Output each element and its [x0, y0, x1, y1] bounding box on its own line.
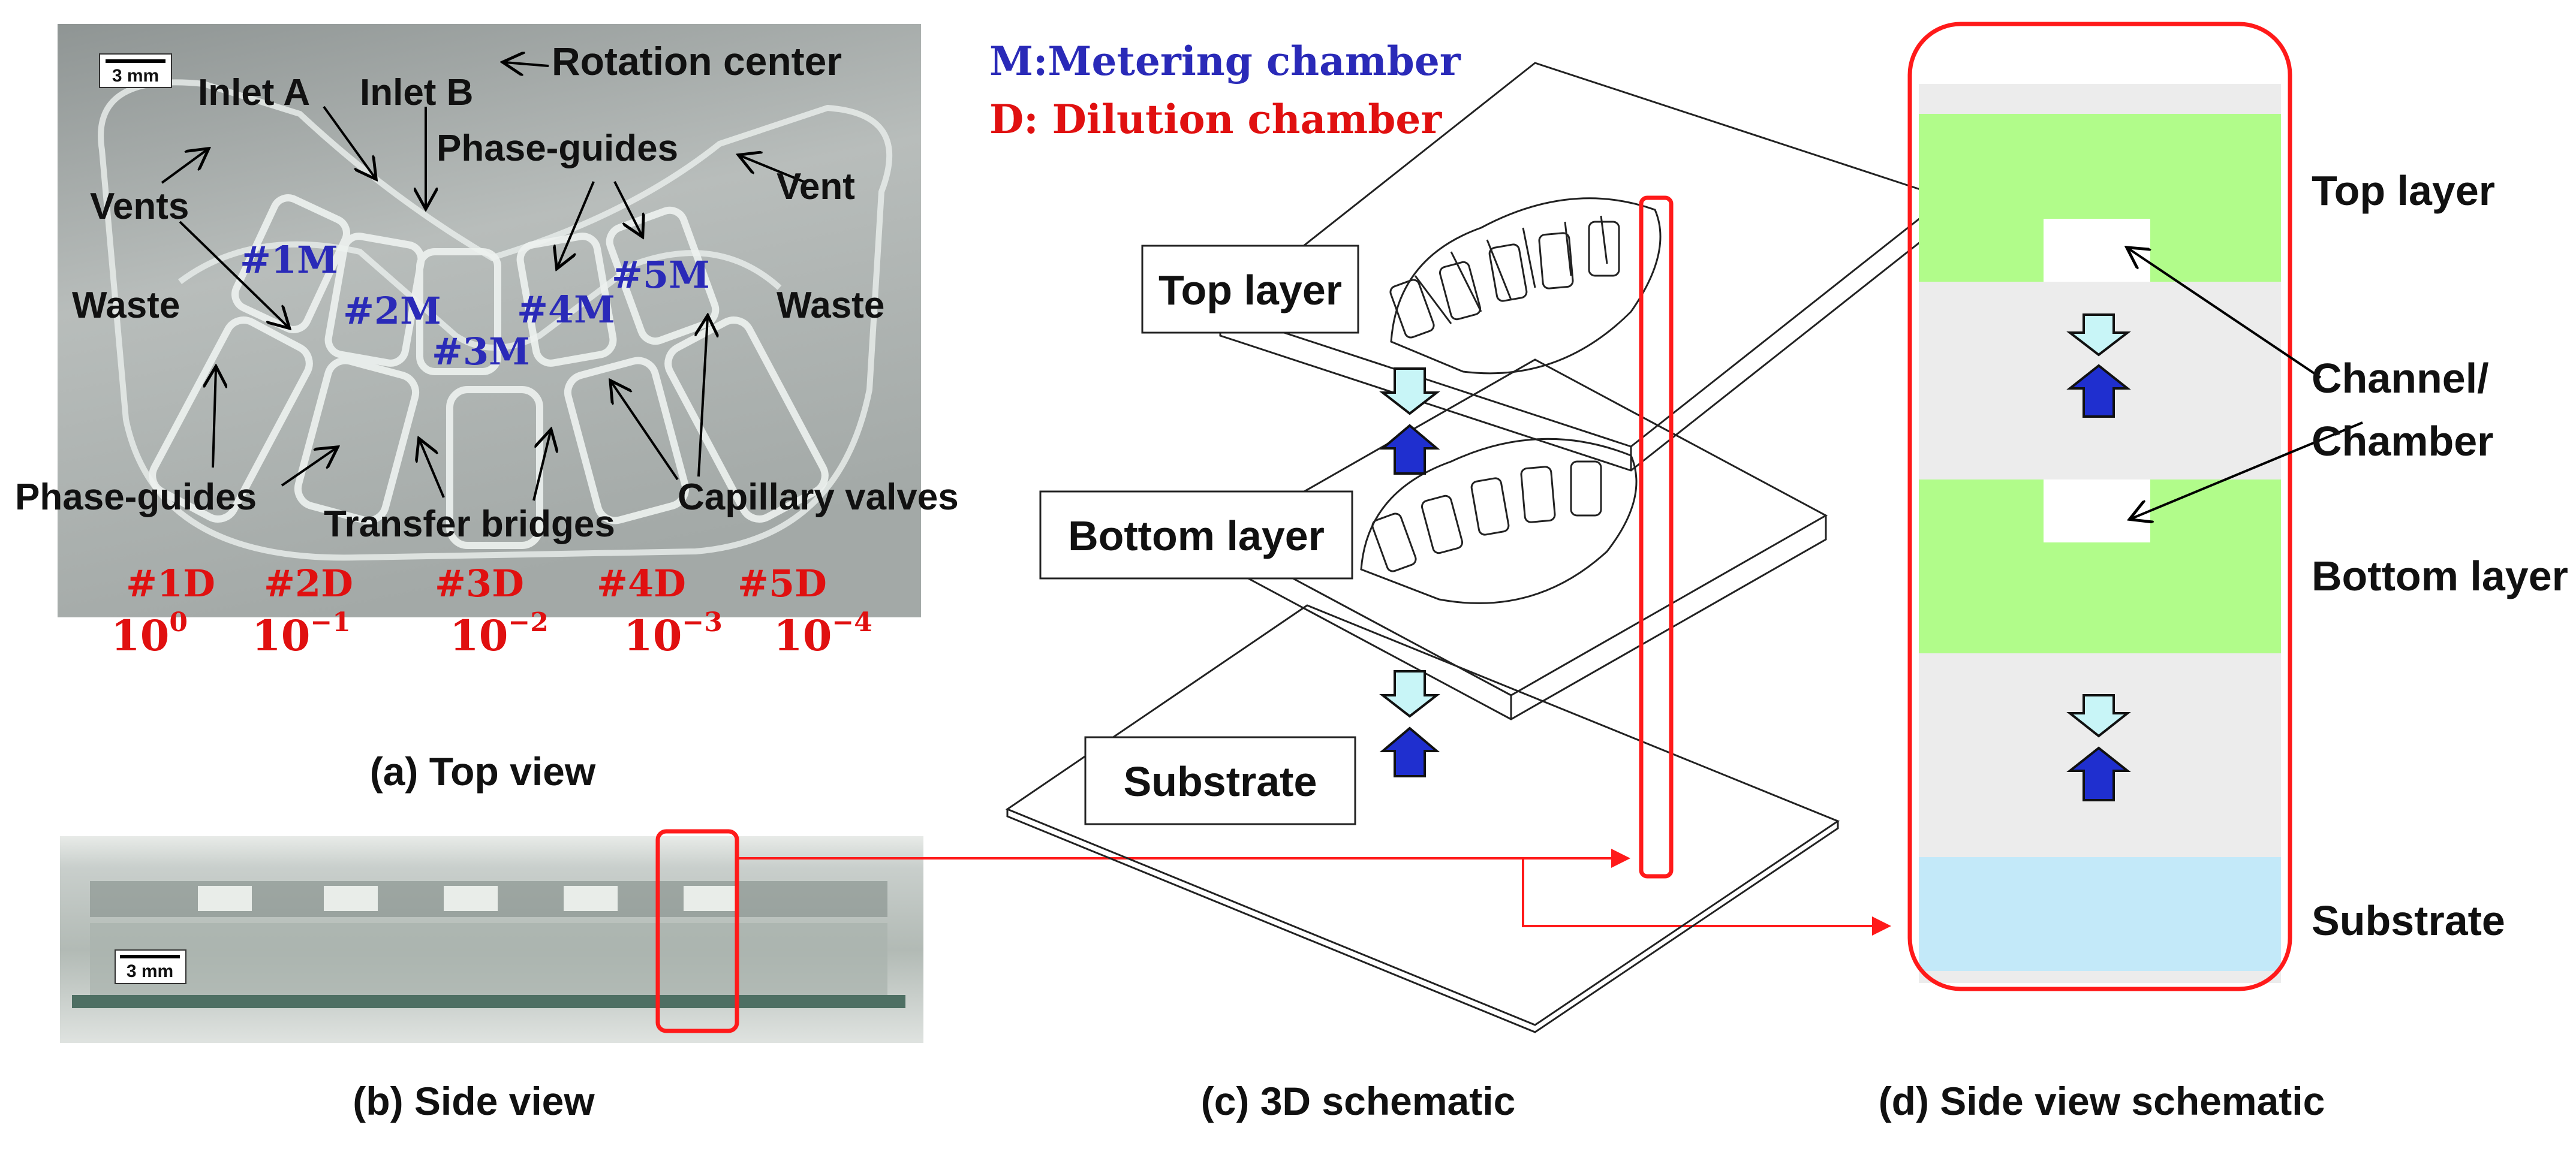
- dilution-labels: #1D #2D #3D #4D #5D: [126, 562, 827, 605]
- phase-guides-bottom-label: Phase-guides: [15, 477, 257, 518]
- arrow-down-icon: [2066, 313, 2131, 357]
- bond-arrows-3d-1: [1379, 367, 1440, 475]
- label-top-layer-d: Top layer: [2312, 167, 2495, 214]
- side-schematic-bottom-channel: [2044, 479, 2150, 542]
- connector-to-side-schematic: [1522, 858, 1891, 936]
- channel-leader-lines: [2129, 249, 2363, 518]
- caption-d: (d) Side view schematic: [1879, 1079, 2325, 1123]
- side-view-highlight-box: [655, 829, 739, 1033]
- panel-c-3d-schematic: Top layer Bottom layer Substrate (c) 3D …: [1005, 62, 1948, 1123]
- slice-highlight-3d: [1639, 195, 1674, 879]
- dilution-factor-5: 10−4: [774, 607, 872, 661]
- caption-c: (c) 3D schematic: [1201, 1079, 1516, 1123]
- arrow-down-icon: [1379, 670, 1440, 718]
- arrow-up-icon: [2066, 364, 2131, 418]
- connector-arrows: [737, 849, 1891, 936]
- dilution-factor-2: 10−1: [252, 607, 351, 661]
- panel-b-side-view: 3 mm (b) Side view: [60, 829, 923, 1123]
- schematic-top-pattern: [1389, 197, 1662, 375]
- caption-a: (a) Top view: [370, 749, 596, 794]
- label-substrate-d: Substrate: [2312, 897, 2505, 944]
- inlet-b-label: Inlet B: [360, 72, 473, 113]
- metering-label-4: #4M: [517, 288, 615, 331]
- vent-label: Vent: [777, 166, 855, 207]
- bond-arrows-d-1: [2066, 313, 2131, 418]
- dilution-factors: 100 10−1 10−2 10−3 10−4: [111, 607, 872, 661]
- label-box-substrate: [1084, 736, 1356, 825]
- label-top-layer-3d: Top layer: [1158, 267, 1342, 313]
- dilution-factor-3: 10−2: [450, 607, 549, 661]
- bond-arrows-d-2: [2066, 694, 2131, 801]
- metering-label-3: #3M: [432, 330, 530, 373]
- legend-dilution: D: Dilution chamber: [989, 96, 1442, 143]
- side-schematic-top-channel: [2044, 219, 2150, 282]
- label-box-bottom-layer: [1039, 490, 1353, 580]
- label-channel-line1: Channel/: [2312, 355, 2489, 402]
- panel-d-side-schematic: Top layer Channel/ Chamber Bottom layer …: [1879, 22, 2568, 1123]
- transfer-bridges-label: Transfer bridges: [324, 503, 615, 545]
- arrow-down-icon: [2066, 694, 2131, 738]
- arrow-up-icon: [2066, 746, 2131, 801]
- dilution-label-4: #4D: [597, 562, 686, 605]
- dilution-label-3: #3D: [435, 562, 524, 605]
- legend-metering: M:Metering chamber: [989, 38, 1461, 85]
- phase-guides-top-label: Phase-guides: [437, 128, 678, 169]
- bond-arrows-3d-2: [1379, 670, 1440, 777]
- scale-bar-label-b: 3 mm: [127, 961, 173, 981]
- label-bottom-layer-3d: Bottom layer: [1068, 512, 1325, 559]
- metering-labels: #1M #2M #3M #4M #5M: [240, 238, 710, 373]
- inlet-a-label: Inlet A: [198, 72, 310, 113]
- arrow-up-icon: [1379, 424, 1440, 475]
- rotation-center-label: Rotation center: [552, 39, 842, 83]
- side-view-channels: [198, 886, 738, 911]
- side-schematic-substrate: [1919, 857, 2281, 971]
- waste-left-label: Waste: [72, 285, 180, 326]
- panel-a-top-view: 3 mm Rotation center Inlet A Inlet B Pha…: [15, 24, 959, 794]
- side-view-bottom-layer: [90, 923, 887, 995]
- side-view-substrate: [72, 995, 905, 1008]
- metering-label-1: #1M: [240, 238, 338, 282]
- schematic-bottom-pattern: [1360, 438, 1638, 604]
- scale-bar-label-a: 3 mm: [112, 66, 159, 86]
- dilution-factor-1: 100: [111, 607, 188, 661]
- label-channel-line2: Chamber: [2312, 418, 2493, 465]
- label-substrate-3d: Substrate: [1124, 758, 1317, 805]
- capillary-valves-label: Capillary valves: [678, 477, 959, 518]
- arrow-up-icon: [1379, 726, 1440, 777]
- label-bottom-layer-d: Bottom layer: [2312, 553, 2568, 599]
- vents-label: Vents: [90, 186, 189, 227]
- arrow-down-icon: [1379, 367, 1440, 415]
- metering-label-2: #2M: [343, 289, 441, 333]
- dilution-label-2: #2D: [264, 562, 353, 605]
- dilution-label-1: #1D: [126, 562, 215, 605]
- leader-lines-a: [161, 62, 807, 501]
- label-box-top-layer: [1141, 245, 1359, 334]
- waste-right-label: Waste: [777, 285, 884, 326]
- metering-label-5: #5M: [612, 253, 710, 297]
- caption-b: (b) Side view: [353, 1079, 595, 1123]
- dilution-label-5: #5D: [738, 562, 827, 605]
- side-schematic-frame: [1907, 22, 2292, 991]
- dilution-factor-4: 10−3: [624, 607, 723, 661]
